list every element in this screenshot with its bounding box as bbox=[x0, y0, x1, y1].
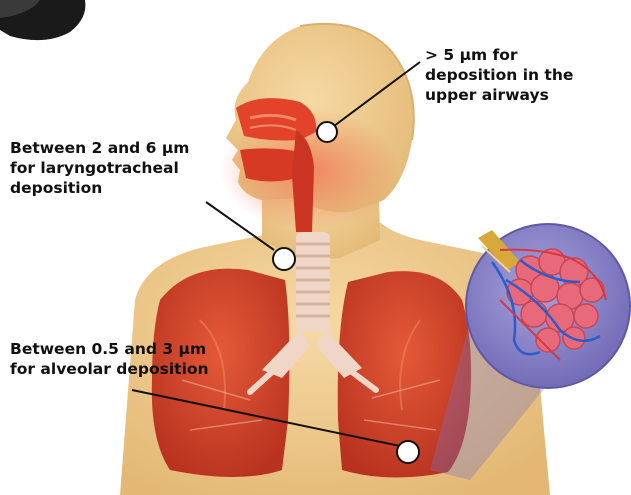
dark-corner-object bbox=[0, 0, 85, 40]
label-laryngotracheal: Between 2 and 6 µm for laryngotracheal d… bbox=[10, 138, 189, 198]
circle-marker-icon-alveolar bbox=[397, 441, 419, 463]
label-upper-line2: deposition in the bbox=[425, 65, 573, 85]
label-alveolar-line1: Between 0.5 and 3 µm bbox=[10, 339, 209, 359]
alveoli-magnifier-icon bbox=[466, 224, 630, 388]
label-laryngo-line2: for laryngotracheal bbox=[10, 158, 189, 178]
label-alveolar-line2: for alveolar deposition bbox=[10, 359, 209, 379]
label-alveolar: Between 0.5 and 3 µm for alveolar deposi… bbox=[10, 339, 209, 379]
circle-marker-icon-upper bbox=[317, 122, 337, 142]
label-laryngo-line3: deposition bbox=[10, 178, 189, 198]
label-laryngo-line1: Between 2 and 6 µm bbox=[10, 138, 189, 158]
label-upper-airways: > 5 µm for deposition in the upper airwa… bbox=[425, 45, 573, 105]
label-upper-line1: > 5 µm for bbox=[425, 45, 573, 65]
circle-marker-icon-laryngotracheal bbox=[273, 248, 295, 270]
label-upper-line3: upper airways bbox=[425, 85, 573, 105]
